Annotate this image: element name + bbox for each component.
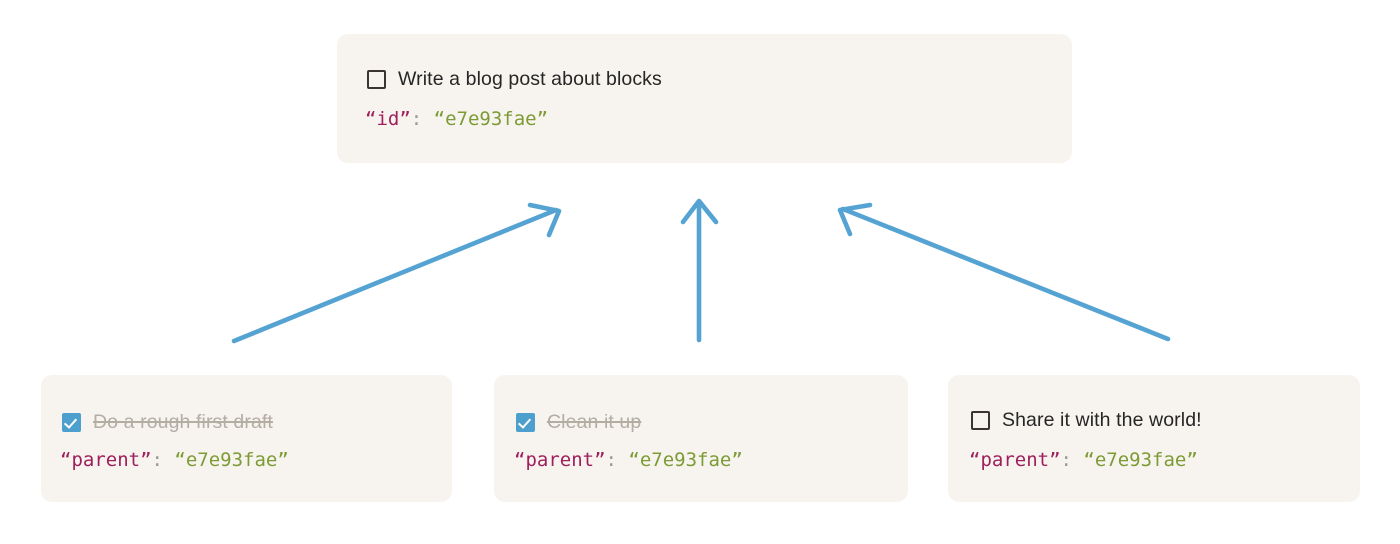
json-key: “parent” <box>60 449 152 471</box>
checkbox-checked-icon[interactable] <box>516 413 535 432</box>
json-colon: : <box>151 449 163 471</box>
child-task-card[interactable]: Clean it up “parent”: “e7e93fae” <box>494 375 908 502</box>
child-task-label: Clean it up <box>547 411 642 433</box>
json-key: “id” <box>365 108 411 130</box>
json-value: “e7e93fae” <box>174 449 289 471</box>
json-value: “e7e93fae” <box>1083 449 1198 471</box>
json-colon: : <box>605 449 617 471</box>
json-key: “parent” <box>514 449 606 471</box>
child-task-card[interactable]: Do a rough first draft “parent”: “e7e93f… <box>41 375 452 502</box>
child-task-row[interactable]: Do a rough first draft <box>62 411 273 434</box>
child-json-line: “parent”: “e7e93fae” <box>969 449 1198 471</box>
json-value: “e7e93fae” <box>433 108 549 130</box>
parent-json-line: “id”: “e7e93fae” <box>365 108 548 130</box>
child-task-row[interactable]: Clean it up <box>516 411 641 434</box>
arrow-from-middle-child-to-parent <box>680 198 719 343</box>
parent-task-row[interactable]: Write a blog post about blocks <box>367 68 662 91</box>
parent-task-label: Write a blog post about blocks <box>398 68 662 90</box>
child-json-line: “parent”: “e7e93fae” <box>60 449 289 471</box>
checkbox-unchecked-icon[interactable] <box>971 411 990 430</box>
json-value: “e7e93fae” <box>628 449 743 471</box>
arrow-from-left-child-to-parent <box>231 202 562 344</box>
json-colon: : <box>410 108 423 130</box>
child-json-line: “parent”: “e7e93fae” <box>514 449 743 471</box>
arrow-from-right-child-to-parent <box>837 202 1171 342</box>
child-task-label: Do a rough first draft <box>93 411 273 433</box>
json-colon: : <box>1060 449 1072 471</box>
parent-task-card[interactable]: Write a blog post about blocks “id”: “e7… <box>337 34 1072 163</box>
checkbox-unchecked-icon[interactable] <box>367 70 386 89</box>
checkbox-checked-icon[interactable] <box>62 413 81 432</box>
child-task-row[interactable]: Share it with the world! <box>971 409 1202 432</box>
child-task-label: Share it with the world! <box>1002 409 1202 431</box>
json-key: “parent” <box>969 449 1061 471</box>
child-task-card[interactable]: Share it with the world! “parent”: “e7e9… <box>948 375 1360 502</box>
